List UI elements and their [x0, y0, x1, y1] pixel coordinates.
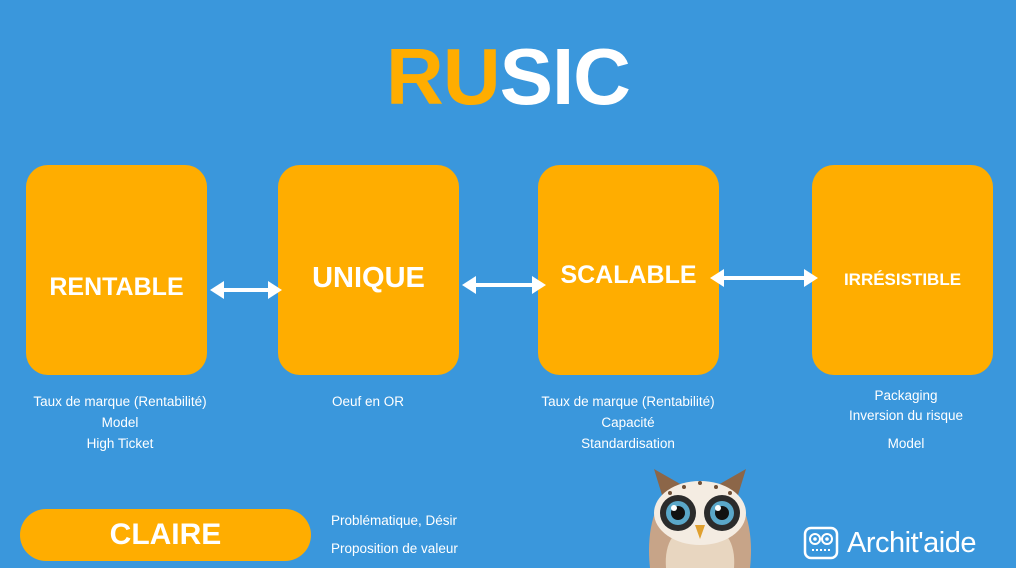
pillar-details-scalable: Taux de marque (Rentabilité) Capacité St…	[508, 391, 748, 454]
title-accent: RU	[386, 32, 501, 121]
pill-label: CLAIRE	[109, 518, 222, 551]
note-line: Proposition de valeur	[331, 541, 458, 556]
double-arrow-icon	[710, 269, 818, 287]
page-title: RUSIC	[0, 32, 1016, 122]
claire-pill: CLAIRE	[20, 509, 311, 561]
detail-line: High Ticket	[86, 436, 154, 451]
pillar-details-unique: Oeuf en OR	[248, 391, 488, 412]
claire-notes: Problématique, Désir Proposition de vale…	[331, 511, 458, 567]
pillar-details-rentable: Taux de marque (Rentabilité) Model High …	[0, 391, 240, 454]
brand-name: Archit'aide	[847, 526, 977, 559]
detail-line: Model	[101, 415, 139, 430]
brand-logo: Archit'aide	[803, 523, 977, 563]
pillar-box-irresistible: IRRÉSISTIBLE	[812, 165, 993, 375]
note-line: Problématique, Désir	[331, 513, 458, 528]
pillar-label: SCALABLE	[560, 261, 697, 289]
detail-line: Standardisation	[581, 436, 675, 451]
double-arrow-icon	[462, 276, 546, 294]
double-arrow-icon	[210, 281, 282, 299]
detail-line: Packaging	[874, 388, 938, 403]
pillar-details-irresistible: Packaging Inversion du risque Model	[786, 385, 1016, 453]
detail-line: Taux de marque (Rentabilité)	[541, 394, 715, 409]
detail-line	[786, 425, 1016, 433]
owl-mascot	[648, 469, 752, 568]
detail-line: Oeuf en OR	[331, 394, 405, 409]
pillar-label: RENTABLE	[49, 273, 184, 301]
detail-line: Taux de marque (Rentabilité)	[33, 394, 207, 409]
pillar-box-unique: UNIQUE	[278, 165, 459, 375]
owl-logo-icon	[803, 526, 839, 560]
pillar-label: IRRÉSISTIBLE	[843, 270, 962, 289]
pillar-box-rentable: RENTABLE	[26, 165, 207, 375]
pillar-label: UNIQUE	[312, 262, 425, 294]
detail-line: Model	[887, 436, 925, 451]
detail-line: Inversion du risque	[848, 408, 964, 423]
pillar-box-scalable: SCALABLE	[538, 165, 719, 375]
title-rest: SIC	[499, 32, 631, 121]
detail-line: Capacité	[601, 415, 655, 430]
